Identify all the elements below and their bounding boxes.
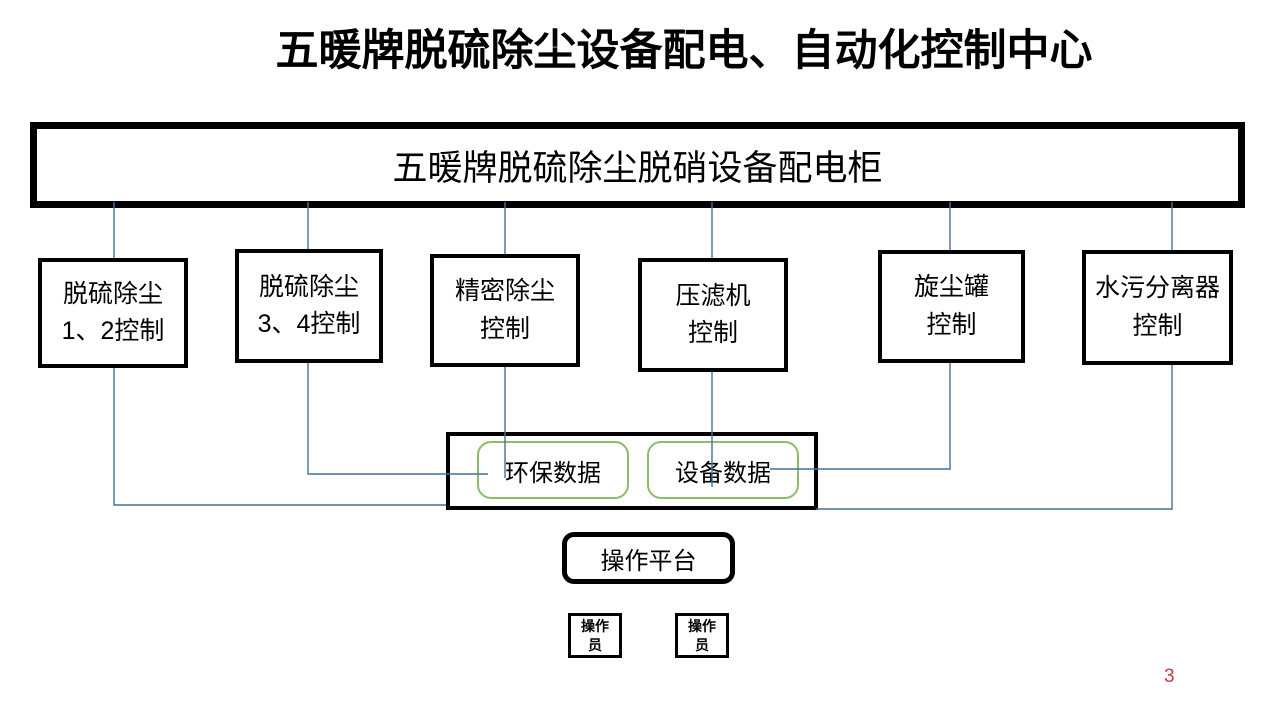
control-box-label-line2: 控制 [479, 314, 530, 343]
control-box-label-line1: 脱硫除尘 [62, 279, 163, 308]
control-box-label-line2: 1、2控制 [61, 317, 165, 345]
control-box-label-line2: 3、4控制 [257, 310, 361, 338]
page-number: 3 [1164, 666, 1175, 687]
connector-line [816, 365, 1173, 510]
operator-label-line2: 员 [695, 636, 709, 653]
control-box-filter-press: 压滤机 控制 [638, 258, 788, 372]
device-data-box: 设备数据 [647, 441, 799, 499]
operator-label-line1: 操作 [581, 618, 609, 635]
slide-title: 五暖牌脱硫除尘设备配电、自动化控制中心 [275, 27, 1093, 75]
control-box-desulf-1-2: 脱硫除尘 1、2控制 [38, 258, 188, 368]
operation-platform-box: 操作平台 [562, 532, 735, 584]
control-box-label-line1: 脱硫除尘 [258, 272, 359, 301]
control-box-label-line1: 旋尘罐 [913, 273, 989, 301]
control-box-label-line1: 压滤机 [675, 281, 751, 310]
operator-box-1: 操作 员 [568, 613, 622, 658]
control-box-water-separator: 水污分离器 控制 [1082, 250, 1233, 365]
control-box-label-line2: 控制 [1132, 311, 1183, 340]
main-cabinet-box: 五暖牌脱硫除尘脱硝设备配电柜 [30, 122, 1245, 208]
control-box-label-line2: 控制 [926, 310, 977, 339]
env-data-label: 环保数据 [505, 459, 601, 487]
operator-label-line2: 员 [588, 636, 602, 653]
data-panel-box: 环保数据 设备数据 [446, 432, 818, 510]
control-box-label-line1: 水污分离器 [1094, 274, 1220, 302]
device-data-label: 设备数据 [675, 459, 771, 487]
control-box-label-line2: 控制 [687, 319, 738, 347]
main-cabinet-label: 五暖牌脱硫除尘脱硝设备配电柜 [392, 148, 883, 188]
control-box-precision-dust: 精密除尘 控制 [430, 254, 580, 367]
operator-label-line1: 操作 [688, 618, 716, 635]
control-box-desulf-3-4: 脱硫除尘 3、4控制 [235, 249, 383, 363]
operator-box-2: 操作 员 [675, 613, 729, 658]
env-data-box: 环保数据 [477, 441, 629, 499]
control-box-cyclone-tank: 旋尘罐 控制 [878, 250, 1025, 363]
connector-line [113, 368, 446, 506]
control-box-label-line1: 精密除尘 [454, 277, 555, 305]
operation-platform-label: 操作平台 [600, 547, 697, 575]
